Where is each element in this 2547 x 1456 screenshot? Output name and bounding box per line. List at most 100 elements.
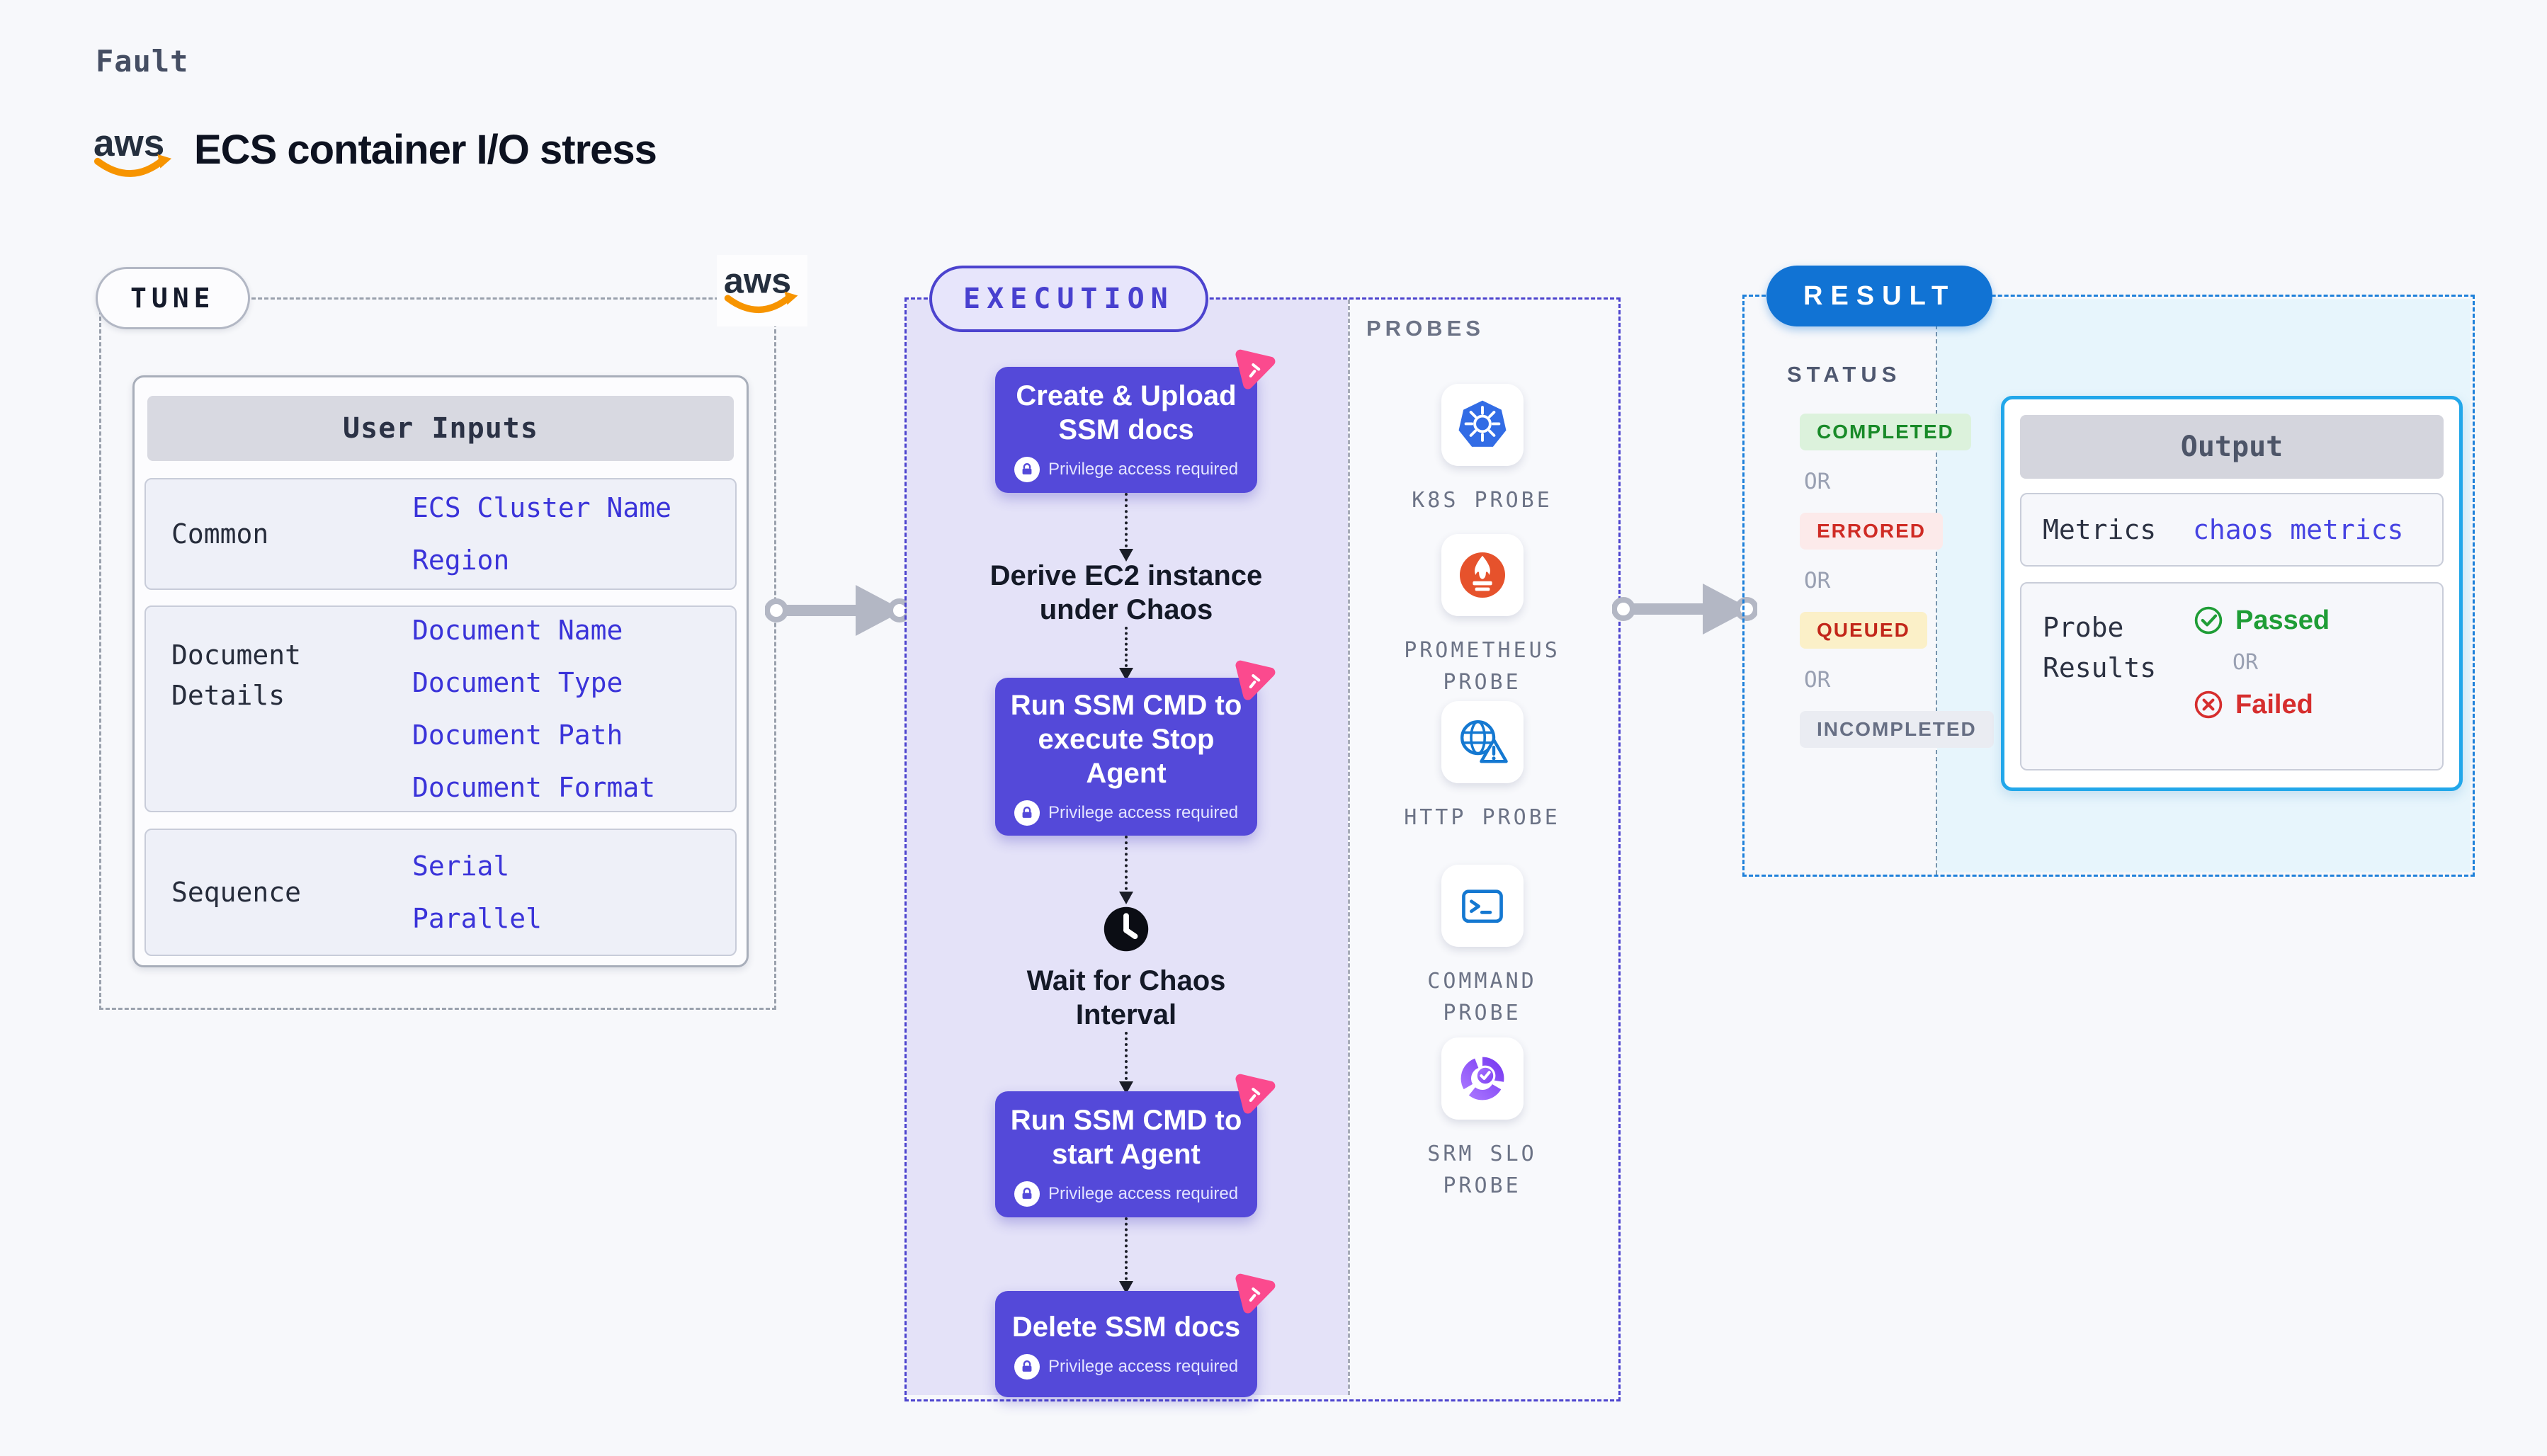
- input-value: Serial: [412, 851, 510, 882]
- step-connector-arrow: [1119, 835, 1133, 904]
- or-label: OR: [1804, 568, 1831, 593]
- aws-smile-icon: [93, 156, 167, 177]
- probes-label: PROBES: [1366, 316, 1485, 341]
- step-title: Create & Upload SSM docs: [1016, 380, 1237, 445]
- status-list: COMPLETED OR ERRORED OR QUEUED OR INCOMP…: [1800, 414, 1994, 748]
- step-title: Delete SSM docs: [1011, 1312, 1241, 1343]
- lock-icon: [1014, 1354, 1040, 1380]
- probe-item-k8s: K8S PROBE: [1348, 384, 1616, 516]
- terminal-icon: [1441, 865, 1524, 947]
- passed-label: Passed: [2235, 605, 2330, 635]
- input-value: Document Path: [412, 720, 623, 751]
- input-group-sequence: Sequence Serial Parallel: [144, 829, 737, 956]
- privilege-note: Privilege access required: [1048, 1184, 1239, 1204]
- metrics-row: Metrics chaos metrics: [2020, 493, 2444, 567]
- aws-smile-arrow-icon: [784, 291, 798, 305]
- slo-donut-check-icon: [1441, 1037, 1524, 1120]
- aws-logo-text: aws: [93, 123, 164, 164]
- input-group-label: Sequence: [171, 876, 302, 908]
- aws-smile-arrow-icon: [157, 154, 172, 169]
- probes-panel: [1348, 300, 1614, 1395]
- probe-item-prometheus: PROMETHEUS PROBE: [1348, 534, 1616, 698]
- aws-logo: aws: [717, 255, 807, 326]
- lock-icon: [1014, 1181, 1040, 1207]
- clock-icon: [1104, 906, 1149, 951]
- flow-arrow-execution-to-result: [1612, 584, 1757, 635]
- output-card: Output Metrics chaos metrics Probe Resul…: [2001, 396, 2463, 791]
- wait-step: Wait for Chaos Interval: [1016, 902, 1236, 1032]
- input-group-document-details: Document Details Document Name Document …: [144, 605, 737, 812]
- page-title: ECS container I/O stress: [194, 127, 657, 173]
- step-label-wait: Wait for Chaos Interval: [1026, 965, 1226, 1030]
- probe-results-row: Probe Results Passed OR: [2020, 582, 2444, 770]
- result-divider: [1936, 297, 1937, 875]
- input-value: Region: [412, 545, 510, 576]
- privilege-note: Privilege access required: [1048, 1357, 1239, 1376]
- or-label: OR: [1804, 469, 1831, 494]
- step-title: Run SSM CMD to start Agent: [1010, 1105, 1242, 1171]
- input-value: Document Type: [412, 667, 623, 698]
- input-group-label: Document Details: [171, 639, 302, 711]
- aws-logo: aws: [92, 119, 176, 188]
- privilege-note: Privilege access required: [1048, 803, 1239, 823]
- status-badge-completed: COMPLETED: [1800, 414, 1971, 450]
- failed-x-icon: [2194, 690, 2223, 719]
- privilege-note: Privilege access required: [1048, 459, 1239, 479]
- execution-probes-divider: [1348, 300, 1350, 1395]
- fault-eyebrow: Fault: [96, 44, 189, 79]
- globe-warning-icon: [1441, 701, 1524, 783]
- tune-section-box: [99, 297, 776, 1010]
- metrics-value: chaos metrics: [2193, 514, 2404, 545]
- status-label: STATUS: [1787, 362, 1902, 387]
- user-inputs-header: User Inputs: [147, 396, 734, 461]
- input-value: Document Name: [412, 615, 623, 646]
- step-connector-arrow: [1119, 492, 1133, 562]
- flow-arrow-tune-to-execution: [765, 585, 910, 636]
- passed-check-icon: [2194, 606, 2223, 635]
- input-value: Document Format: [412, 772, 656, 803]
- step-label-derive-ec2: Derive EC2 instance under Chaos: [989, 559, 1263, 625]
- probe-item-srm-slo: SRM SLO PROBE: [1348, 1037, 1616, 1202]
- step-card-run-ssm-start-agent: Run SSM CMD to start Agent Privilege acc…: [995, 1074, 1276, 1217]
- prometheus-icon: [1441, 534, 1524, 616]
- user-inputs-table: User Inputs Common ECS Cluster Name Regi…: [132, 375, 749, 967]
- result-section-box: STATUS COMPLETED OR ERRORED OR QUEUED OR…: [1742, 295, 2475, 877]
- chaos-experiment-icon: [1235, 1273, 1276, 1314]
- probe-label: COMMAND PROBE: [1427, 969, 1537, 1025]
- probe-label: PROMETHEUS PROBE: [1404, 638, 1560, 695]
- probe-label: HTTP PROBE: [1404, 805, 1560, 830]
- step-connector-arrow: [1119, 1031, 1133, 1094]
- status-badge-errored: ERRORED: [1800, 513, 1944, 550]
- status-badge-queued: QUEUED: [1800, 612, 1927, 649]
- step-card-delete-ssm-docs: Delete SSM docs Privilege access require…: [995, 1273, 1276, 1397]
- execution-section-box: [904, 297, 1621, 1401]
- step-card-create-upload-ssm-docs: Create & Upload SSM docs Privilege acces…: [995, 349, 1276, 493]
- input-value: Parallel: [412, 903, 543, 934]
- metrics-label: Metrics: [2043, 513, 2157, 545]
- probe-label: K8S PROBE: [1412, 488, 1553, 513]
- failed-label: Failed: [2235, 689, 2313, 720]
- input-group-label: Common: [171, 518, 269, 550]
- input-value: ECS Cluster Name: [412, 492, 672, 523]
- step-card-run-ssm-stop-agent: Run SSM CMD to execute Stop Agent Privil…: [995, 660, 1276, 836]
- execution-steps: Create & Upload SSM docs Privilege acces…: [914, 297, 1339, 1397]
- aws-smile-icon: [724, 293, 793, 314]
- status-badge-incompleted: INCOMPLETED: [1800, 711, 1994, 748]
- chaos-experiment-icon: [1235, 349, 1276, 389]
- step-connector-arrow: [1119, 1217, 1133, 1295]
- lock-icon: [1014, 800, 1040, 826]
- execution-badge: EXECUTION: [929, 266, 1208, 332]
- input-group-common: Common ECS Cluster Name Region: [144, 478, 737, 590]
- or-label: OR: [2233, 650, 2259, 675]
- probe-label: SRM SLO PROBE: [1427, 1142, 1537, 1198]
- probes-column: PROBES K8S PROBE: [1348, 297, 1616, 1397]
- result-badge: RESULT: [1766, 266, 1993, 326]
- chaos-experiment-icon: [1235, 1074, 1276, 1114]
- lock-icon: [1014, 456, 1040, 482]
- svg-text:aws: aws: [724, 261, 791, 301]
- output-header: Output: [2020, 415, 2444, 479]
- chaos-experiment-icon: [1235, 660, 1276, 700]
- tune-badge: TUNE: [96, 267, 250, 329]
- step-connector-arrow: [1119, 626, 1133, 681]
- probe-item-http: HTTP PROBE: [1348, 701, 1616, 834]
